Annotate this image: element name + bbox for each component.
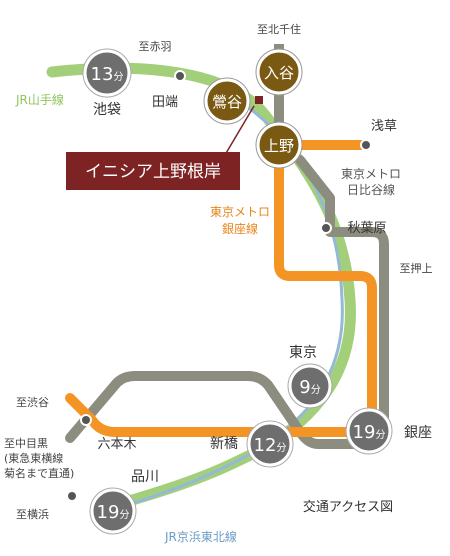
ginza-line-label-2: 銀座線 [222, 221, 258, 236]
iriya-label: 入谷 [264, 64, 294, 82]
iriya-station: 入谷 [255, 48, 303, 96]
ginza-time: 19分 [345, 407, 393, 455]
svg-text:12分: 12分 [254, 435, 287, 456]
ikebukuro-time: 13分 [82, 48, 132, 98]
ueno-station: 上野 [255, 121, 303, 169]
shinagawa-time: 19分 [89, 487, 137, 535]
keihin-label: JR京浜東北線 [164, 529, 237, 544]
property-banner-text: イニシア上野根岸 [85, 162, 221, 182]
svg-text:9分: 9分 [299, 377, 320, 398]
ikebukuro-name: 池袋 [93, 102, 121, 118]
yamanote-label: JR山手線 [15, 92, 64, 107]
hibiya-line-label-1: 東京メトロ [341, 167, 401, 181]
shinagawa-minutes: 19 [97, 502, 120, 523]
dir-shibuya: 至渋谷 [16, 396, 49, 409]
ikebukuro-unit: 分 [113, 71, 123, 83]
dir-nakameguro-2: (東急東横線 [4, 451, 63, 465]
hibiya-line-label-2: 日比谷線 [347, 182, 395, 197]
dir-nakameguro-1: 至中目黒 [4, 437, 48, 450]
property-banner [66, 152, 240, 190]
roppongi-dot [80, 414, 92, 426]
ginza-minutes: 19 [353, 422, 376, 443]
shinagawa-unit: 分 [119, 509, 129, 521]
ueno-label: 上野 [264, 137, 294, 155]
tabata-name: 田端 [152, 95, 178, 110]
dir-nakameguro-3: 菊名まで直通) [4, 466, 74, 480]
dir-akabane: 至赤羽 [139, 40, 172, 53]
uguisudani-label: 鶯谷 [212, 93, 242, 111]
akihabara-name: 秋葉原 [347, 221, 386, 236]
shimbashi-name: 新橋 [210, 436, 238, 452]
property-marker [255, 96, 263, 104]
svg-text:19分: 19分 [97, 502, 130, 523]
tokyo-unit: 分 [311, 384, 321, 396]
ikebukuro-minutes: 13 [91, 64, 114, 85]
dir-kitasenju: 至北千住 [257, 22, 301, 36]
ginza-unit: 分 [375, 429, 385, 441]
shinagawa-dot [66, 490, 78, 502]
svg-text:19分: 19分 [353, 422, 386, 443]
ginza-name: 銀座 [404, 425, 432, 441]
shimbashi-time: 12分 [246, 420, 294, 468]
tokyo-name: 東京 [289, 345, 317, 361]
shinagawa-name: 品川 [131, 469, 159, 485]
ginza-line-label-1: 東京メトロ [210, 205, 270, 219]
tokyo-time: 9分 [287, 363, 333, 409]
shimbashi-unit: 分 [276, 442, 286, 454]
hibiya-line [65, 155, 389, 449]
shimbashi-minutes: 12 [254, 435, 277, 456]
svg-text:13分: 13分 [91, 64, 124, 85]
dir-yokohama: 至横浜 [16, 507, 49, 521]
akabane-dot [174, 70, 186, 82]
akihabara-dot [320, 222, 332, 234]
property-pointer [221, 105, 255, 161]
dir-oshiage: 至押上 [400, 261, 433, 275]
asakusa-dot [360, 139, 372, 151]
map-caption: 交通アクセス図 [303, 499, 393, 515]
roppongi-name: 六本木 [97, 437, 136, 452]
uguisudani-station: 鶯谷 [203, 77, 251, 125]
tokyo-minutes: 9 [299, 377, 310, 398]
asakusa-name: 浅草 [371, 119, 397, 134]
